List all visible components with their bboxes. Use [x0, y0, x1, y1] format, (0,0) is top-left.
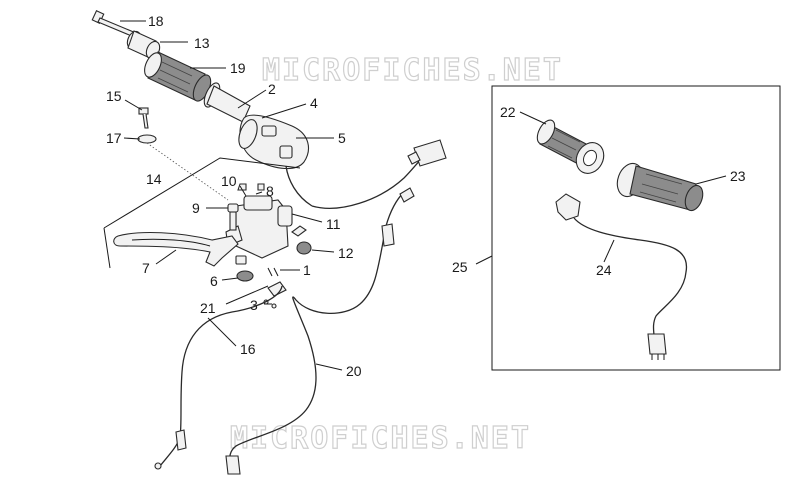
callout-24: 24 — [596, 262, 612, 278]
callout-16: 16 — [240, 341, 256, 357]
callout-17: 17 — [106, 130, 122, 146]
callout-10: 10 — [221, 173, 237, 189]
callout-14: 14 — [146, 171, 162, 187]
callout-18: 18 — [148, 13, 164, 29]
callout-3: 3 — [250, 297, 258, 313]
callout-21: 21 — [200, 300, 216, 316]
clutch-cable — [159, 285, 283, 467]
callout-2: 2 — [268, 81, 276, 97]
watermark-bottom: MICROFICHES.NET — [230, 421, 531, 456]
switch-wire — [311, 155, 425, 209]
small-screw — [138, 107, 149, 129]
clip-washer — [137, 134, 229, 201]
end-screw — [91, 10, 137, 38]
callout-5: 5 — [338, 130, 346, 146]
handlebar-assembly — [91, 10, 313, 207]
callout-22: 22 — [500, 104, 516, 120]
throttle-cable — [229, 191, 405, 463]
watermark-top: MICROFICHES.NET — [262, 53, 563, 88]
clutch-lever — [113, 231, 239, 267]
callout-9: 9 — [192, 200, 200, 216]
heating-harness — [555, 193, 688, 360]
inset-heated-grips — [491, 85, 781, 371]
callout-1: 1 — [303, 262, 311, 278]
right-grip-inset — [536, 119, 605, 174]
callout-25: 25 — [452, 259, 468, 275]
callout-15: 15 — [106, 88, 122, 104]
nut — [296, 241, 312, 255]
leader-lines — [120, 20, 727, 371]
callout-11: 11 — [326, 216, 341, 232]
cable-end-plug — [225, 455, 241, 475]
group-bracket-14 — [103, 157, 301, 229]
lever-assembly — [103, 157, 312, 309]
pivot-bolt — [227, 203, 239, 231]
harness-connector — [647, 333, 667, 355]
callout-12: 12 — [338, 245, 354, 261]
cables — [154, 139, 447, 475]
callout-23: 23 — [730, 168, 746, 184]
master-cylinder-body — [225, 195, 293, 259]
left-grip-inset — [616, 162, 704, 212]
callout-labels: 18 13 19 2 4 5 15 17 14 10 8 9 11 12 1 6… — [106, 13, 746, 379]
bar-end-weight — [126, 30, 161, 60]
callout-13: 13 — [194, 35, 210, 51]
callout-4: 4 — [310, 95, 318, 111]
callout-7: 7 — [142, 260, 150, 276]
bushing — [236, 270, 254, 282]
callout-19: 19 — [230, 60, 246, 76]
callout-20: 20 — [346, 363, 362, 379]
callout-6: 6 — [210, 273, 218, 289]
switch-connector — [413, 139, 447, 167]
callout-8: 8 — [266, 183, 274, 199]
switch-housing — [238, 114, 313, 207]
inset-frame — [491, 85, 781, 371]
